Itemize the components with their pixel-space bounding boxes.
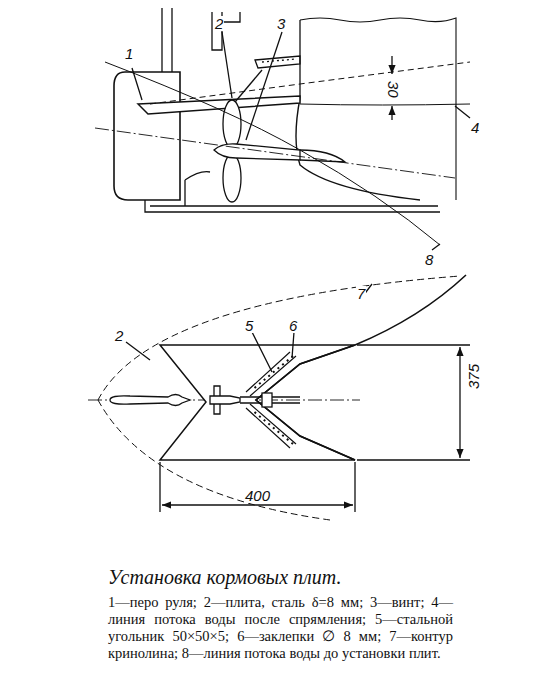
legend-item: 1—перо руля; (108, 594, 197, 610)
callout-number: 1 (124, 46, 134, 61)
caption: Установка кормовых плит. (108, 566, 453, 588)
callout-number: 2 (114, 328, 124, 343)
callout-number: 2 (214, 16, 224, 31)
callout-number: 7 (356, 286, 366, 301)
callout-number: 5 (244, 318, 254, 333)
dimension-text: 30 (386, 80, 401, 99)
callout-number: 4 (470, 120, 480, 135)
dimension-text: 400 (244, 488, 271, 503)
callout-number: 8 (424, 252, 434, 267)
legend-text: 1—перо руля; 2—плита, сталь δ=8 мм; 3—ви… (108, 594, 453, 662)
legend-item: 6—заклепки ∅ 8 мм; (237, 628, 381, 644)
callout-number: 3 (276, 16, 286, 31)
legend-item: 2—плита, сталь δ=8 мм; (204, 594, 364, 610)
dimension-text: 375 (466, 363, 481, 390)
callout-number: 6 (288, 318, 298, 333)
legend-item: 3—винт; (370, 594, 424, 610)
legend-item: 8—линия потока воды до установки плит. (182, 645, 441, 661)
